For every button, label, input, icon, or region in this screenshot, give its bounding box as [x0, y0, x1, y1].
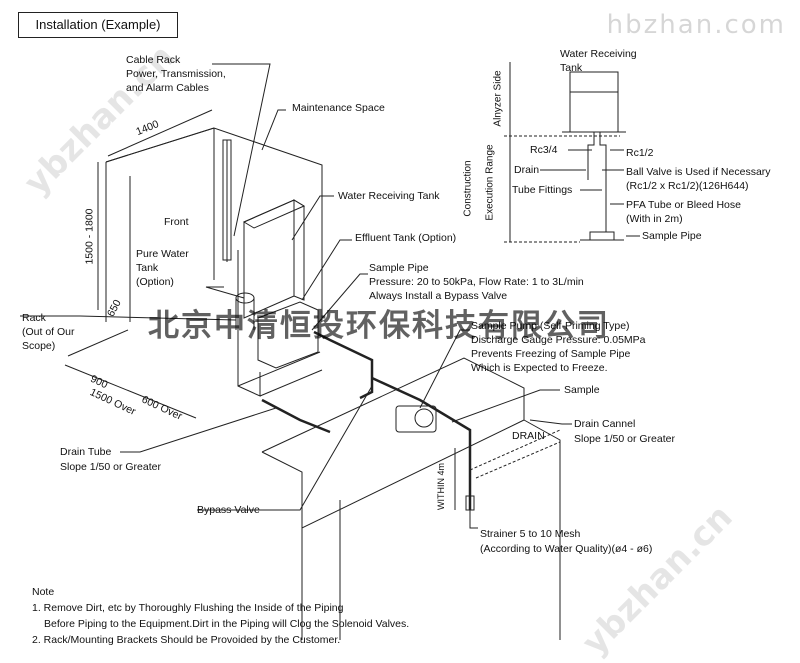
label-maintenance-space: Maintenance Space [292, 102, 385, 114]
label-drain-cannel: Drain Cannel [574, 418, 636, 430]
detail-rc12: Rc1/2 [626, 147, 654, 159]
notes-heading: Note [32, 586, 55, 598]
label-pure-water-3: (Option) [136, 276, 174, 288]
label-rack-2: (Out of Our [22, 326, 75, 338]
sample-pipe [313, 330, 374, 400]
label-rack-1: Rack [22, 312, 46, 324]
page-title: Installation (Example) [18, 12, 178, 38]
detail-construction-1: Construction [462, 160, 474, 217]
effluent-tank [257, 301, 319, 369]
label-pure-water-2: Tank [136, 262, 159, 274]
label-bypass-valve: Bypass Valve [197, 504, 260, 516]
watermark-site: hbzhan.com [606, 10, 786, 40]
dim-1500-1800: 1500 - 1800 [83, 208, 96, 265]
label-strainer-2: (According to Water Quality)(ø4 - ø6) [480, 543, 653, 555]
detail-label-tank-1: Water Receiving [560, 48, 637, 60]
detail-pfa-2: (With in 2m) [626, 213, 683, 225]
label-cables-line1: Power, Transmission, [126, 68, 226, 80]
label-effluent-tank: Effluent Tank (Option) [355, 232, 457, 244]
label-sample: Sample [564, 384, 600, 396]
note-1a: 1. Remove Dirt, etc by Thoroughly Flushi… [32, 602, 344, 614]
detail-drain: Drain [514, 164, 540, 176]
rack-frame [237, 250, 261, 397]
detail-ball-valve-2: (Rc1/2 x Rc1/2)(126H644) [626, 180, 749, 192]
label-pump-4: Which is Expected to Freeze. [471, 362, 608, 374]
detail-tube-fittings: Tube Fittings [512, 184, 573, 196]
label-cable-rack: Cable Rack [126, 54, 181, 66]
label-sample-pipe: Sample Pipe [369, 262, 429, 274]
detail-rc34: Rc3/4 [530, 144, 558, 156]
label-pure-water-1: Pure Water [136, 248, 189, 260]
label-water-receiving-tank: Water Receiving Tank [338, 190, 440, 202]
detail-label-tank-2: Tank [560, 62, 583, 74]
detail-construction-2: Execution Range [484, 144, 496, 221]
note-1b: Before Piping to the Equipment.Dirt in t… [44, 618, 410, 630]
label-strainer-1: Strainer 5 to 10 Mesh [480, 528, 581, 540]
label-front: Front [164, 216, 189, 228]
label-drain-cannel-slope: Slope 1/50 or Greater [574, 433, 675, 445]
label-cables-line2: and Alarm Cables [126, 82, 209, 94]
detail-pfa-1: PFA Tube or Bleed Hose [626, 199, 741, 211]
note-2: 2. Rack/Mounting Brackets Should be Prov… [32, 634, 341, 646]
drain-tube [261, 398, 331, 434]
label-drain-tube-slope: Slope 1/50 or Greater [60, 461, 161, 473]
label-drain-arrow: DRAIN [512, 430, 545, 442]
watermark-company: 北京中清恒投环保科技有限公司 [148, 308, 610, 344]
detail-analyzer-side: Alnyzer Side [492, 70, 504, 127]
label-pump-3: Prevents Freezing of Sample Pipe [471, 348, 631, 360]
label-sample-pipe-bypass: Always Install a Bypass Valve [369, 290, 508, 302]
detail-sample-pipe: Sample Pipe [642, 230, 702, 242]
detail-water-tank [569, 71, 619, 133]
label-pump-1: Sample Pump (Self-Priming Type) [471, 320, 630, 332]
sample-pump [395, 405, 437, 433]
floor-slab [261, 357, 525, 529]
detail-ball-valve-1: Ball Valve is Used if Necessary [626, 166, 771, 178]
label-pump-2: Discharge Gauge Pressure: 0.05MPa [471, 334, 646, 346]
label-rack-3: Scope) [22, 340, 56, 352]
dim-within-4m: WITHIN 4m [436, 463, 446, 510]
label-drain-tube: Drain Tube [60, 446, 112, 458]
label-sample-pipe-pressure: Pressure: 20 to 50kPa, Flow Rate: 1 to 3… [369, 276, 584, 288]
